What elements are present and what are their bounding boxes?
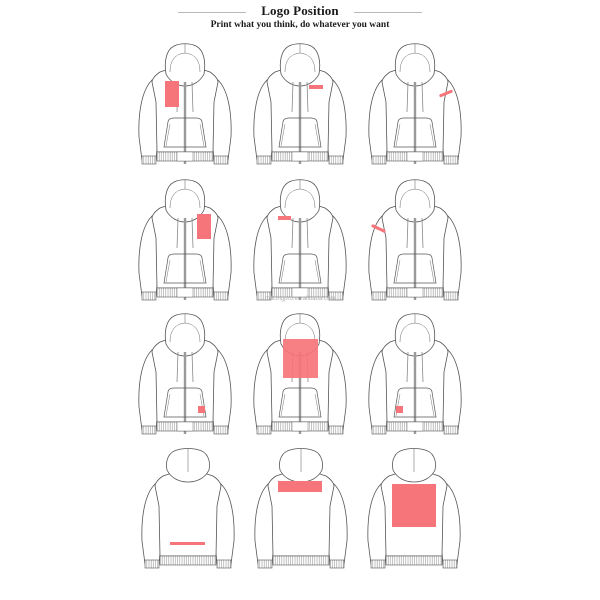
hoodie-front-drawing (368, 179, 462, 301)
header-rule-left (178, 12, 246, 13)
header: Logo Position Print what you think, do w… (0, 0, 600, 36)
hoodie-back-drawing (141, 448, 235, 569)
page-title: Logo Position (261, 3, 339, 18)
hoodie-front-bottom-right (360, 312, 470, 442)
hoodie-back-upper-bar (246, 446, 356, 576)
print-area-full-chest (283, 339, 318, 378)
watermark: macingpro.en.alibaba.com (264, 296, 336, 302)
print-area-full-back (392, 484, 436, 527)
hoodie-front-left-sleeve (360, 42, 470, 172)
hoodie-front-right-chest-bar (245, 42, 355, 172)
hoodie-front-drawing (138, 43, 232, 165)
hoodie-front-drawing (253, 179, 347, 301)
print-area-left-chest (165, 81, 179, 107)
print-area-lower-back (170, 542, 205, 545)
hoodie-front-drawing (138, 313, 232, 435)
print-area-right-chest (197, 214, 211, 239)
page-subtitle: Print what you think, do whatever you wa… (210, 20, 390, 30)
print-area-upper-back (278, 481, 322, 492)
hoodie-front-drawing (368, 313, 462, 435)
hoodie-front-bottom-left (130, 312, 240, 442)
hoodie-back-drawing (254, 448, 348, 569)
hoodie-front-drawing (368, 43, 462, 165)
hoodie-front-left-chest-bar (245, 178, 355, 308)
hoodie-front-right-chest (130, 178, 240, 308)
print-area-left-chest-bar (278, 216, 291, 220)
print-area-bottom-right-hem (396, 406, 403, 413)
hoodie-front-right-sleeve (360, 178, 470, 308)
print-area-right-chest-bar (309, 85, 323, 89)
hoodie-front-left-chest (130, 42, 240, 172)
hoodie-front-drawing (253, 43, 347, 165)
header-rule-right (354, 12, 422, 13)
print-area-bottom-left-hem (198, 406, 205, 413)
hoodie-front-drawing (138, 179, 232, 301)
hoodie-back-lower-bar (133, 446, 243, 576)
